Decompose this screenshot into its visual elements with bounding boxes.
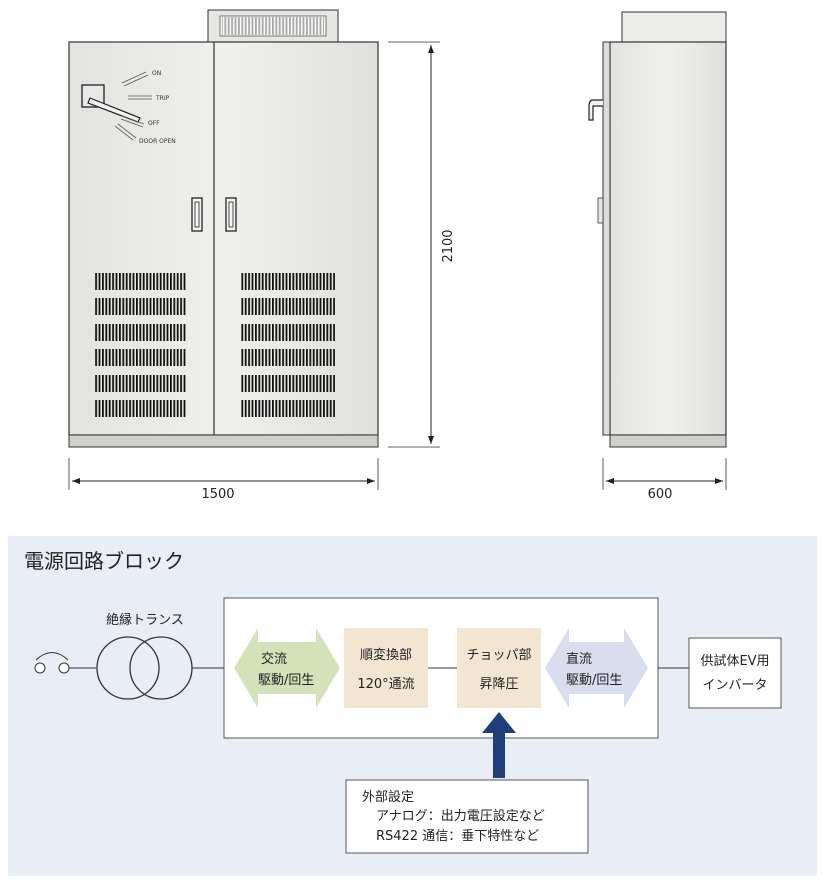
rectifier-label-line2: 120°通流	[357, 677, 414, 692]
height-label: 2100	[441, 229, 456, 262]
ac-input-symbol	[34, 652, 96, 674]
dc-arrow	[545, 628, 648, 708]
inverter-label-line2: インバータ	[702, 678, 767, 693]
chopper-label-line2: 昇降圧	[479, 677, 518, 692]
dc-label-line2: 駆動/回生	[566, 673, 622, 688]
front-width-dimension	[68, 458, 379, 490]
ac-label-line1: 交流	[261, 651, 287, 667]
top-vent-louvers	[222, 17, 324, 35]
chopper-box	[457, 628, 541, 708]
external-settings-title: 外部設定	[362, 789, 414, 805]
external-settings-line2: RS422 通信：垂下特性など	[376, 829, 539, 844]
ac-arrow	[234, 628, 340, 708]
chopper-label-line1: チョッパ部	[466, 648, 531, 663]
side-view	[588, 11, 727, 448]
external-settings-box	[345, 779, 589, 854]
height-dimension	[388, 41, 440, 448]
front-width-label: 1500	[201, 487, 234, 502]
door-handle-left	[191, 197, 203, 232]
rectifier-label-line1: 順変換部	[360, 647, 412, 663]
ac-label-line2: 駆動/回生	[258, 673, 314, 688]
external-setting-arrow	[482, 712, 516, 778]
external-settings-line1: アナログ：出力電圧設定など	[376, 808, 545, 824]
transformer-symbol	[96, 636, 224, 700]
side-width-dimension	[602, 458, 727, 490]
block-title: 電源回路ブロック	[24, 549, 184, 573]
switch-label-on: ON	[152, 70, 161, 77]
side-body	[609, 41, 727, 436]
door-handle-right	[225, 197, 237, 232]
vent-grille-left	[95, 273, 187, 417]
cabinet-body	[68, 41, 379, 436]
side-handle	[588, 99, 603, 121]
cabinet-base	[68, 434, 379, 448]
vent-grille-right	[240, 273, 335, 417]
switch-label-off: OFF	[148, 120, 160, 127]
transformer-label: 絶縁トランス	[106, 612, 184, 628]
side-width-label: 600	[648, 487, 673, 502]
dc-label-line1: 直流	[566, 652, 592, 667]
inverter-box	[688, 637, 782, 709]
breaker-switch	[81, 71, 152, 141]
switch-label-door-open: DOOR OPEN	[139, 138, 176, 145]
switch-label-trip: TRIP	[155, 95, 170, 102]
inverter-label-line1: 供試体EV用	[700, 653, 769, 669]
rectifier-box	[344, 628, 428, 708]
front-view: ON TRIP OFF DOOR OPEN	[68, 9, 379, 448]
